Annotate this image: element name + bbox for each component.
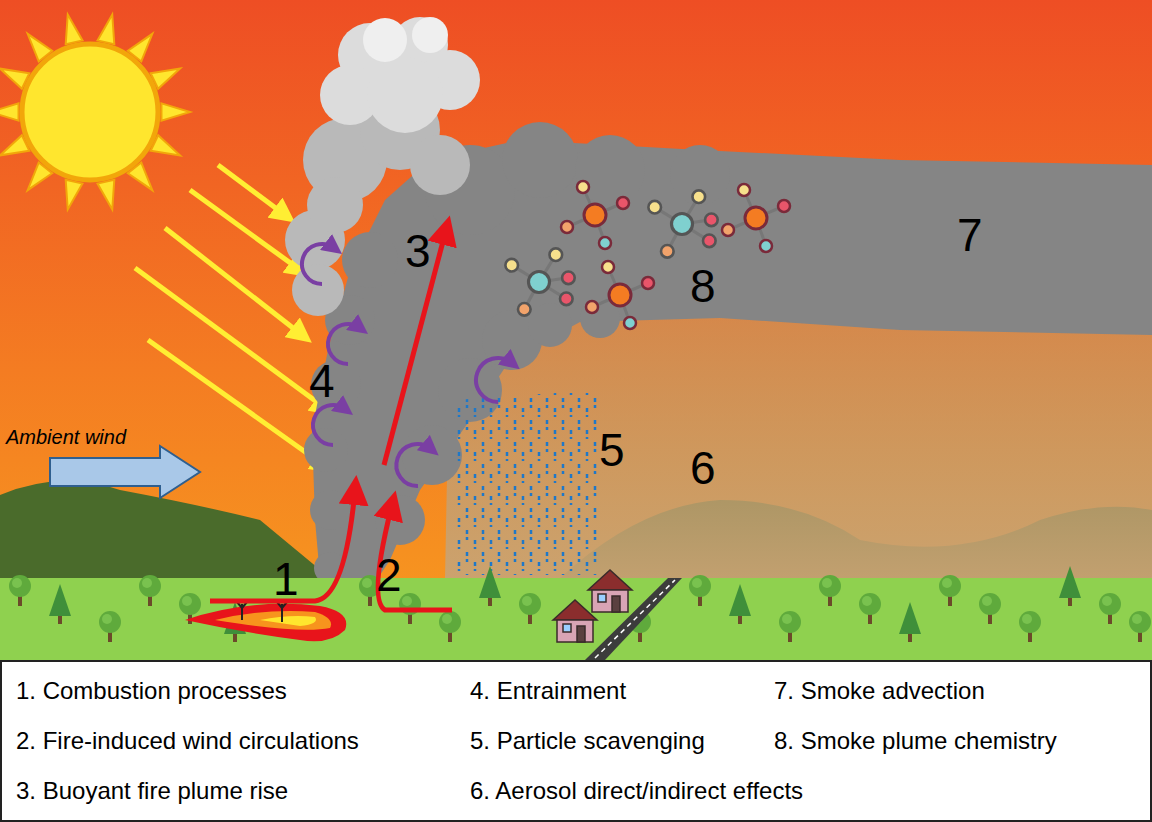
callout-number: 7	[957, 212, 983, 258]
tree	[689, 575, 711, 606]
tree	[1019, 611, 1041, 642]
tree	[1099, 593, 1121, 624]
sun-ray	[98, 15, 115, 45]
tree	[479, 566, 501, 606]
callout-number: 4	[309, 358, 335, 404]
tree	[819, 575, 841, 606]
tree	[1129, 611, 1151, 642]
wind-label: Ambient wind	[6, 426, 126, 449]
key-entry: 8. Smoke plume chemistry	[774, 728, 1057, 754]
tree	[439, 611, 461, 642]
tree	[729, 584, 751, 624]
key-entry: 4. Entrainment	[470, 678, 626, 704]
callout-number: 1	[273, 556, 299, 602]
sun-ray	[66, 180, 83, 210]
key-entry: 5. Particle scavenging	[470, 728, 705, 754]
tree	[939, 575, 961, 606]
tree	[1059, 566, 1081, 606]
callout-number: 8	[690, 263, 716, 309]
sun-ray	[161, 103, 190, 120]
tree	[9, 575, 31, 606]
tree	[139, 575, 161, 606]
callout-number: 2	[376, 552, 402, 598]
sun-ray	[98, 180, 115, 210]
key-entry: 2. Fire-induced wind circulations	[16, 728, 359, 754]
key-entry: 3. Buoyant fire plume rise	[16, 778, 288, 804]
key-entry: 7. Smoke advection	[774, 678, 985, 704]
callout-number: 6	[690, 445, 716, 491]
key-box: 1. Combustion processes 2. Fire-induced w…	[0, 660, 1152, 822]
tree	[899, 602, 921, 642]
tree	[99, 611, 121, 642]
key-entry: 6. Aerosol direct/indirect effects	[470, 778, 803, 804]
tree	[859, 593, 881, 624]
sun-ray	[66, 15, 83, 45]
callout-number: 5	[599, 427, 625, 473]
callout-number: 3	[405, 228, 431, 274]
tree	[519, 593, 541, 624]
tree	[779, 611, 801, 642]
key-entry: 1. Combustion processes	[16, 678, 287, 704]
sun-ray	[0, 103, 19, 120]
tree	[979, 593, 1001, 624]
tree	[49, 584, 71, 624]
